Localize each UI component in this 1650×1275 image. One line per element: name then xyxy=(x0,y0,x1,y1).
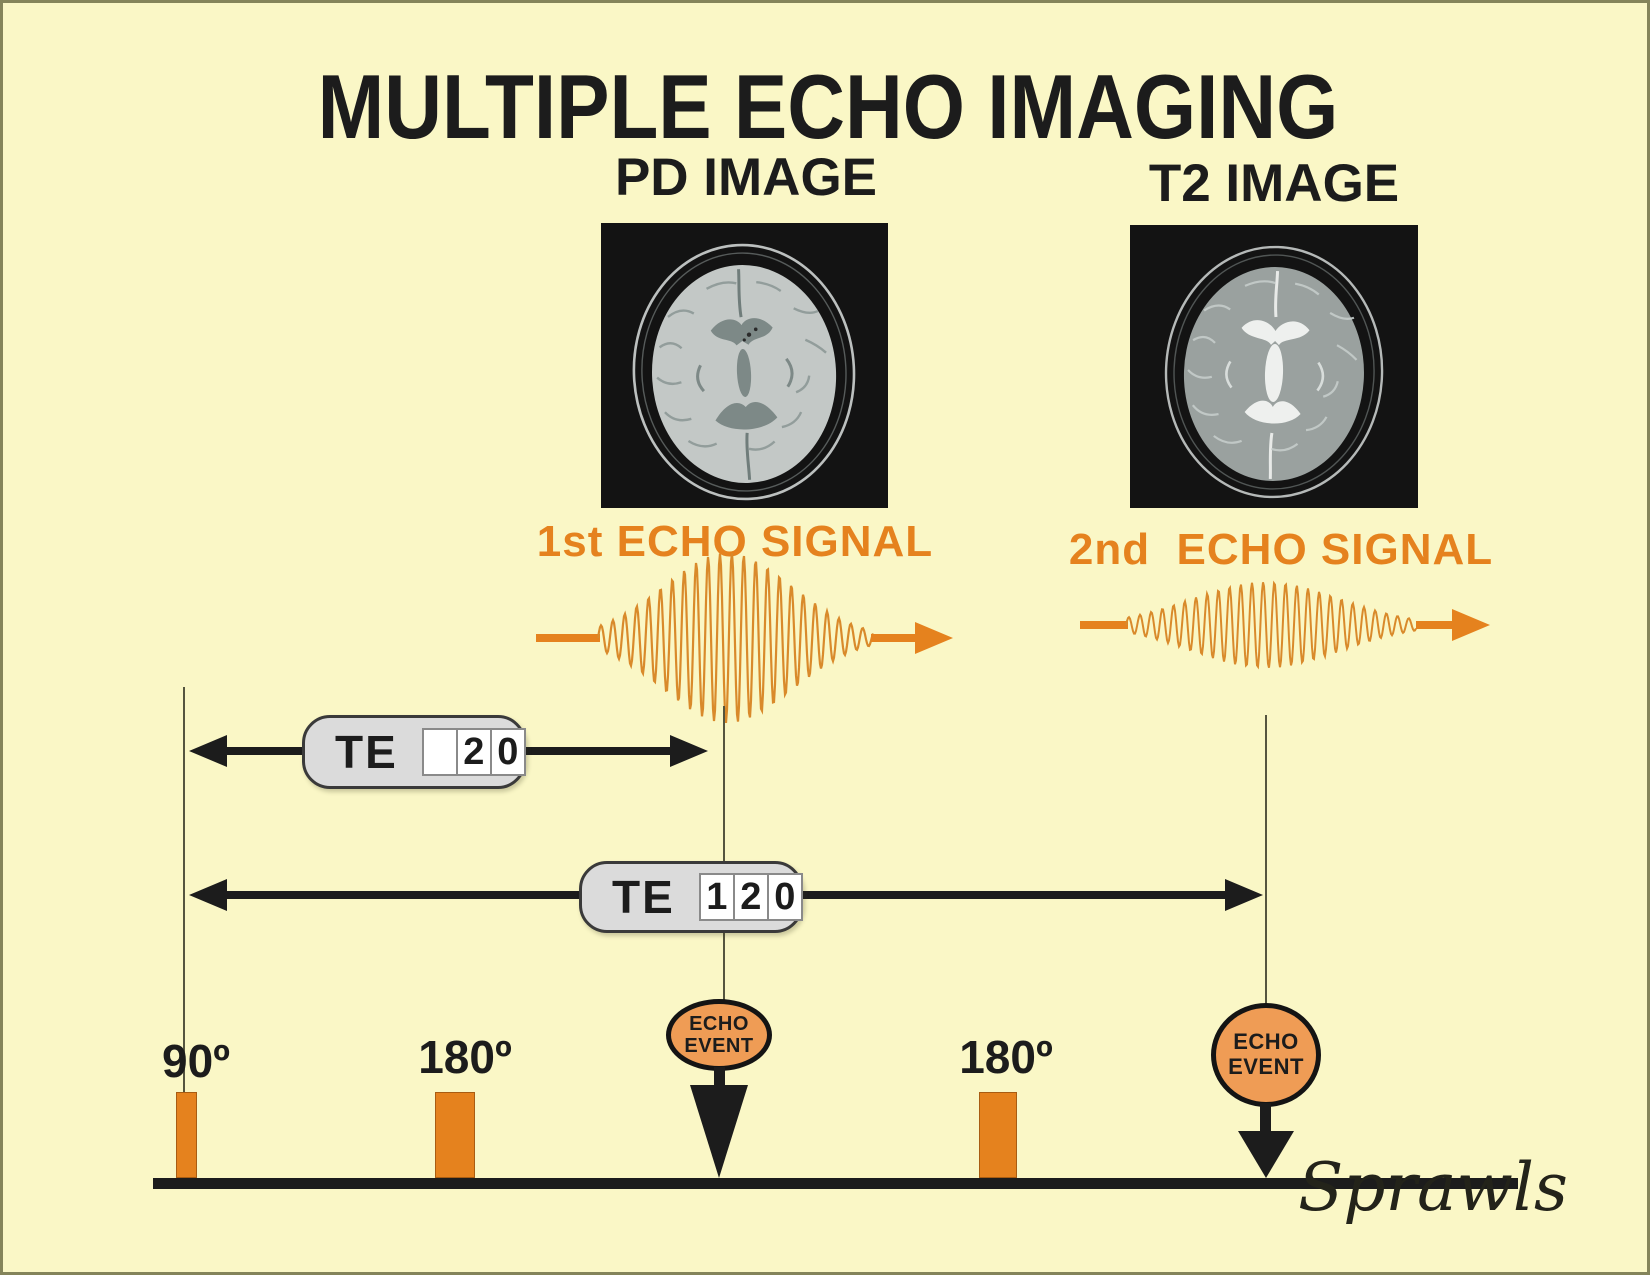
te1-box: TE 2 0 xyxy=(302,715,526,789)
te2-digit-tens: 2 xyxy=(732,873,769,921)
t2-brain-image xyxy=(1130,225,1418,508)
pulse-90-bar xyxy=(176,1092,197,1178)
pulse-180b-bar xyxy=(979,1092,1017,1178)
t2-image-label: T2 IMAGE xyxy=(1148,154,1400,213)
echo-event-2-arrow-stem xyxy=(1260,1103,1271,1131)
te2-label: TE xyxy=(612,871,675,923)
te1-digit-ones: 0 xyxy=(489,728,526,776)
pd-brain-image xyxy=(601,223,888,508)
pulse-180b-label: 180º xyxy=(959,1031,1053,1083)
echo-event-1-word-echo: ECHO xyxy=(689,1012,749,1035)
first-echo-signal-label: 1st ECHO SIGNAL xyxy=(536,517,934,566)
te2-digit-cells: 1 2 0 xyxy=(698,873,803,921)
echo-event-1-down-arrow-icon xyxy=(690,1085,748,1178)
pd-image-label: PD IMAGE xyxy=(614,148,878,207)
echo-event-2-down-arrow-icon xyxy=(1238,1131,1294,1178)
echo-event-2-word-echo: ECHO xyxy=(1233,1029,1299,1055)
pulse-180a-bar xyxy=(435,1092,475,1178)
echo-event-2-word-event: EVENT xyxy=(1228,1054,1304,1079)
te1-digit-cells: 2 0 xyxy=(421,728,526,776)
pulse-90-label: 90º xyxy=(162,1035,230,1087)
second-echo-signal-label: 2nd ECHO SIGNAL xyxy=(1068,525,1494,574)
right-arrowhead-icon xyxy=(1452,609,1490,641)
te1-digit-tens: 2 xyxy=(455,728,492,776)
ref-line-echo1 xyxy=(723,706,725,1000)
page-title: MULTIPLE ECHO IMAGING xyxy=(317,56,1339,158)
echo-event-2-badge: ECHO EVENT xyxy=(1211,1003,1321,1107)
right-arrowhead-icon xyxy=(915,622,953,654)
te2-digit-ones: 0 xyxy=(766,873,803,921)
echo-event-1-badge: ECHO EVENT xyxy=(666,999,772,1071)
first-echo-waveform xyxy=(536,553,953,724)
te1-digit-hundreds xyxy=(421,728,458,776)
te2-box: TE 1 2 0 xyxy=(579,861,803,933)
te2-right-arrowhead-icon xyxy=(1225,879,1263,911)
pulse-180a-label: 180º xyxy=(418,1031,512,1083)
te2-digit-hundreds: 1 xyxy=(698,873,735,921)
timeline-baseline xyxy=(153,1178,1518,1189)
te2-left-arrowhead-icon xyxy=(189,879,227,911)
te1-label: TE xyxy=(335,726,398,778)
second-echo-waveform xyxy=(1080,580,1490,670)
echo-event-1-arrow-stem xyxy=(714,1067,725,1085)
oscillation-trace xyxy=(1125,580,1417,670)
author-signature: Sprawls xyxy=(1298,1149,1568,1226)
ref-line-90-pulse xyxy=(183,687,185,1092)
echo-event-1-word-event: EVENT xyxy=(684,1035,754,1057)
ref-line-echo2 xyxy=(1265,715,1267,1004)
oscillation-trace xyxy=(596,553,875,724)
te1-left-arrowhead-icon xyxy=(189,735,227,767)
te1-right-arrowhead-icon xyxy=(670,735,708,767)
